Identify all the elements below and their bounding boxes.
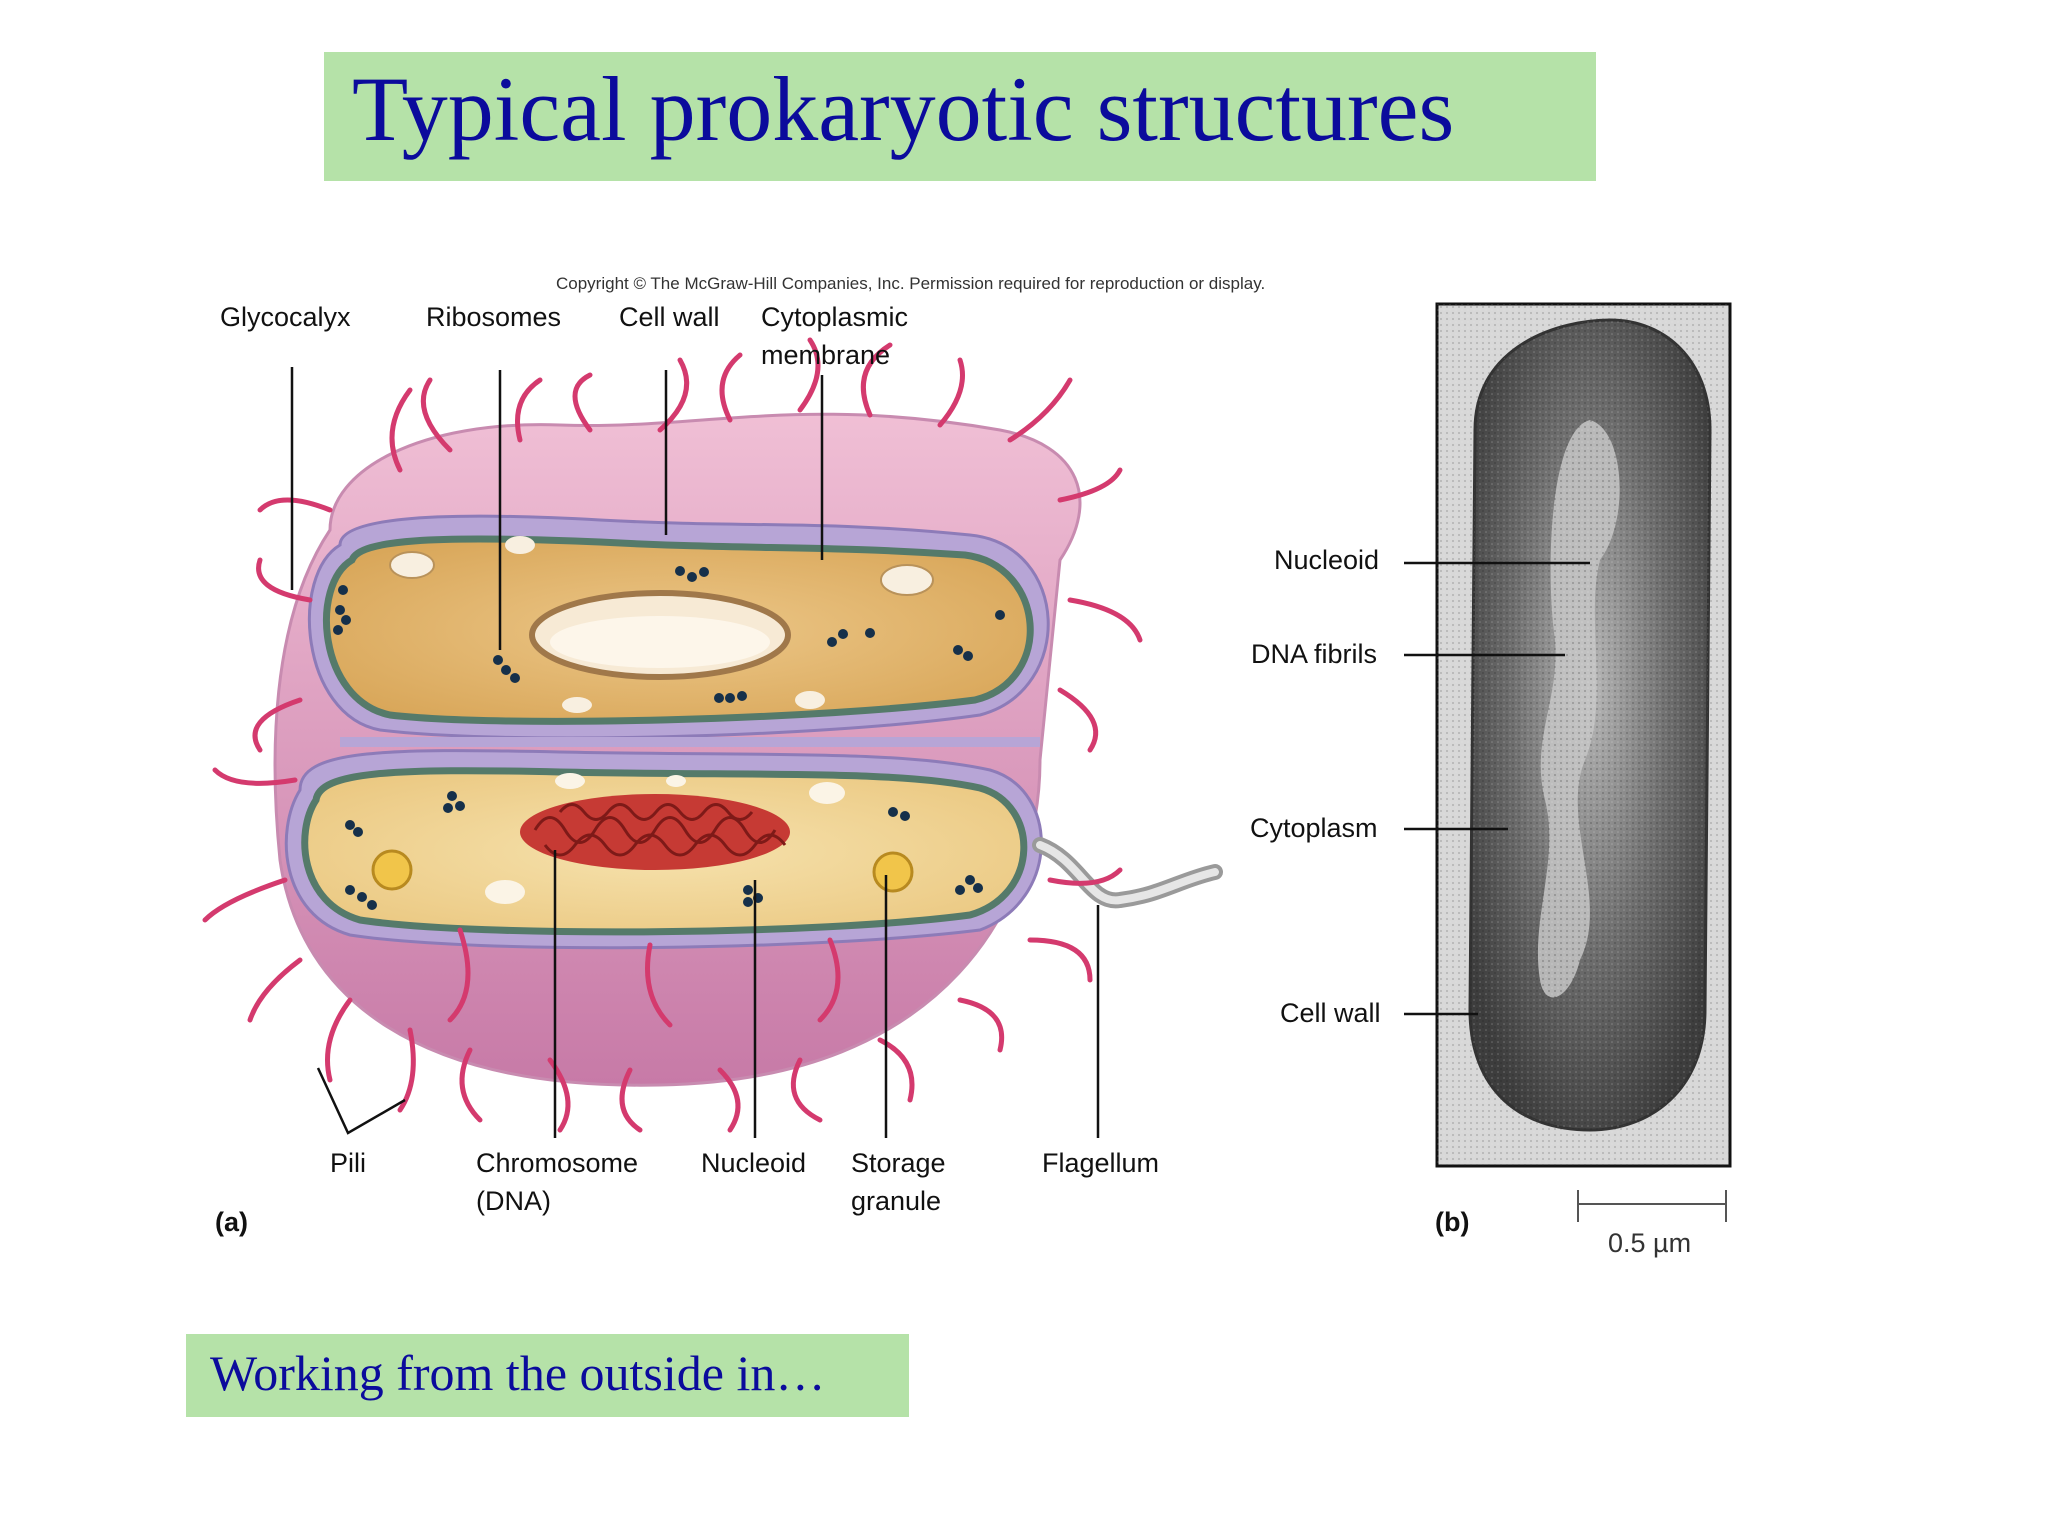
label-nucleoid-b: Nucleoid: [1274, 545, 1380, 575]
label-cytoplasm: Cytoplasm: [1250, 813, 1378, 843]
chromosome-dna: [520, 794, 790, 870]
storage-granules: [371, 849, 914, 893]
label-chromosome: Chromosome: [476, 1148, 639, 1178]
panel-a-tag: (a): [215, 1207, 248, 1237]
label-nucleoid-a: Nucleoid: [701, 1148, 807, 1178]
panel-b-micrograph: [1404, 302, 1732, 1222]
panel-b-leader-lines: [1404, 561, 1590, 1016]
label-cell-wall: Cell wall: [619, 302, 720, 332]
slide-title: Typical prokaryotic structures: [352, 58, 1455, 160]
label-granule: granule: [851, 1186, 942, 1216]
scale-bar-label: 0.5 µm: [1608, 1228, 1692, 1258]
label-cell-wall-b: Cell wall: [1280, 998, 1381, 1028]
label-membrane: membrane: [761, 340, 891, 370]
ribosomes-top: [333, 566, 1005, 703]
label-ribosomes: Ribosomes: [426, 302, 562, 332]
scale-bar: [1577, 1190, 1727, 1222]
label-glycocalyx: Glycocalyx: [220, 302, 351, 332]
slide-subtitle: Working from the outside in…: [210, 1345, 826, 1401]
title-banner: Typical prokaryotic structures: [324, 52, 1596, 181]
label-dna: (DNA): [476, 1186, 551, 1216]
label-storage: Storage: [851, 1148, 946, 1178]
label-pili: Pili: [330, 1148, 367, 1178]
label-flagellum: Flagellum: [1042, 1148, 1160, 1178]
glycocalyx-layer: [273, 412, 1082, 1087]
panel-b-tag: (b): [1435, 1207, 1470, 1237]
label-dna-fibrils: DNA fibrils: [1251, 639, 1378, 669]
subtitle-banner: Working from the outside in…: [186, 1334, 909, 1417]
pili: [202, 337, 1143, 1133]
copyright-notice: Copyright © The McGraw-Hill Companies, I…: [556, 274, 1266, 293]
panel-a-leader-lines: [290, 367, 1100, 1138]
label-cytoplasmic: Cytoplasmic: [761, 302, 909, 332]
flagellum: [1032, 837, 1223, 909]
panel-a-illustration: [202, 337, 1223, 1138]
